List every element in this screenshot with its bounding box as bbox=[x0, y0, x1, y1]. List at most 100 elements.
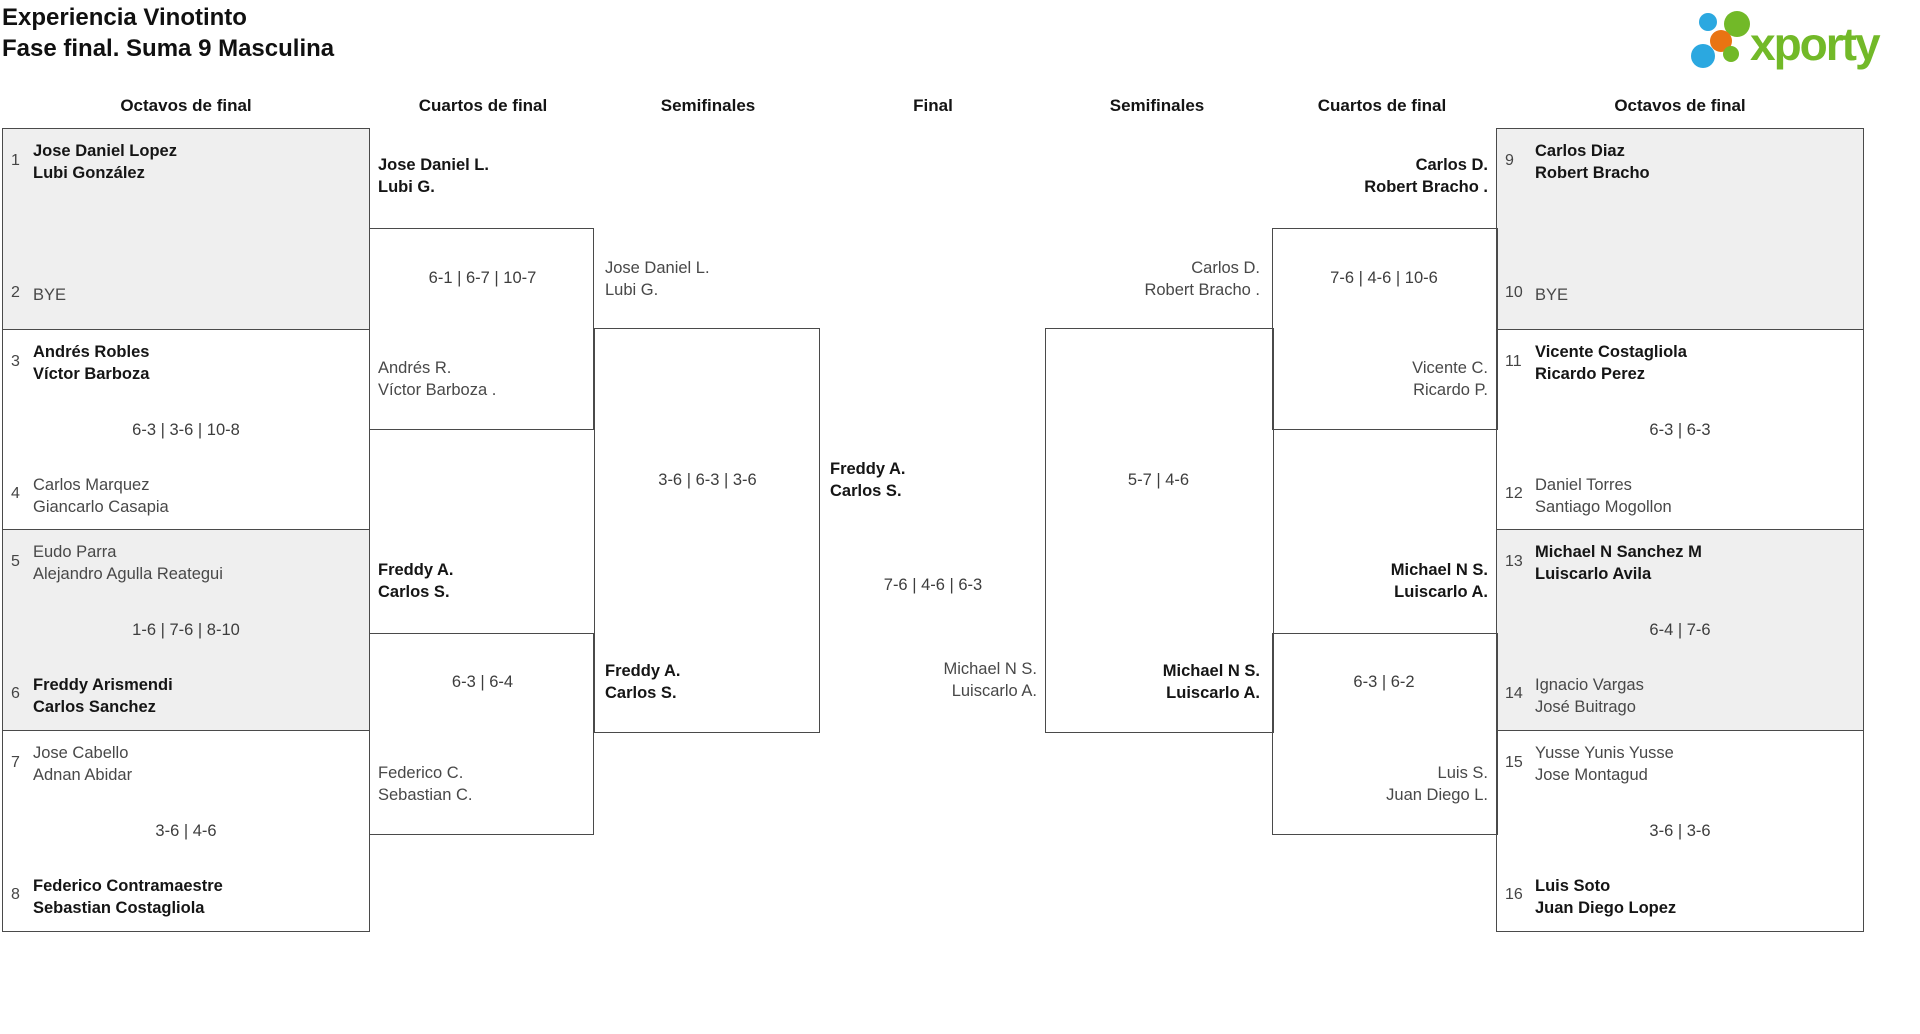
seed-number: 15 bbox=[1505, 753, 1523, 771]
team-pair: Michael N Sanchez M Luiscarlo Avila bbox=[1535, 541, 1857, 585]
team-pair: Eudo Parra Alejandro Agulla Reategui bbox=[33, 541, 363, 585]
team-pair: Michael N S. Luiscarlo A. bbox=[1391, 559, 1488, 603]
player-name: Jose Daniel L. bbox=[378, 156, 489, 174]
match-box-octavos-right-4: 15 Yusse Yunis Yusse Jose Montagud 3-6 |… bbox=[1496, 729, 1864, 932]
player-name: Jose Montagud bbox=[1535, 765, 1648, 784]
player-name: Carlos Sanchez bbox=[33, 698, 156, 716]
team-pair: Daniel Torres Santiago Mogollon bbox=[1535, 474, 1857, 518]
player-name: Adnan Abidar bbox=[33, 765, 133, 784]
player-name: Luis Soto bbox=[1535, 876, 1611, 895]
match-box-semifinal-right bbox=[1045, 328, 1274, 733]
match-box-octavos-left-1: 1 Jose Daniel Lopez Lubi González 2 BYE bbox=[2, 128, 370, 330]
player-name: Ignacio Vargas bbox=[1535, 676, 1644, 694]
round-header-cuartos-right: Cuartos de final bbox=[1317, 96, 1447, 115]
player-name: Carlos Marquez bbox=[33, 475, 150, 494]
team-pair: Freddy A. Carlos S. bbox=[378, 559, 453, 603]
match-box-octavos-right-3: 13 Michael N Sanchez M Luiscarlo Avila 6… bbox=[1496, 529, 1864, 731]
team-pair: Freddy A. Carlos S. bbox=[830, 458, 905, 502]
player-name: Eudo Parra bbox=[33, 543, 117, 561]
player-name: Juan Diego L. bbox=[1386, 786, 1488, 804]
player-name: Lubi González bbox=[33, 164, 145, 182]
seed-number: 12 bbox=[1505, 484, 1523, 502]
player-name: Yusse Yunis Yusse bbox=[1535, 743, 1674, 762]
team-pair: Federico Contramaestre Sebastian Costagl… bbox=[33, 875, 363, 919]
player-name: Santiago Mogollon bbox=[1535, 497, 1672, 516]
match-box-octavos-left-4: 7 Jose Cabello Adnan Abidar 3-6 | 4-6 8 … bbox=[2, 729, 370, 932]
xporty-logo-icon: xporty bbox=[1691, 11, 1883, 70]
seed-number: 1 bbox=[11, 152, 20, 169]
player-name: Juan Diego Lopez bbox=[1535, 898, 1677, 917]
team-pair: Andrés Robles Víctor Barboza bbox=[33, 341, 363, 385]
player-name: Ricardo P. bbox=[1413, 381, 1488, 399]
round-header-octavos-left: Octavos de final bbox=[120, 96, 252, 115]
seed-number: 9 bbox=[1505, 152, 1514, 169]
player-name: Robert Bracho . bbox=[1364, 178, 1488, 196]
player-name: Sebastian Costagliola bbox=[33, 898, 205, 917]
team-pair: Federico C. Sebastian C. bbox=[378, 762, 472, 806]
match-score: 6-1 | 6-7 | 10-7 bbox=[428, 269, 537, 287]
seed-number: 13 bbox=[1505, 553, 1523, 570]
round-header-cuartos-left: Cuartos de final bbox=[418, 96, 548, 115]
team-pair: BYE bbox=[33, 284, 363, 306]
player-name: Michael N S. bbox=[1162, 662, 1260, 680]
round-header-semis-right: Semifinales bbox=[1109, 96, 1205, 115]
player-name: Freddy Arismendi bbox=[33, 676, 173, 694]
match-box-cuartos-right-1 bbox=[1272, 228, 1498, 430]
seed-number: 8 bbox=[11, 885, 20, 903]
team-pair: Carlos Diaz Robert Bracho bbox=[1535, 140, 1857, 184]
page-title: Experiencia Vinotinto Fase final. Suma 9… bbox=[2, 2, 334, 64]
round-header-semis-left: Semifinales bbox=[660, 96, 756, 115]
match-box-cuartos-left-1 bbox=[368, 228, 594, 430]
player-name: Alejandro Agulla Reategui bbox=[33, 565, 223, 583]
seed-number: 3 bbox=[11, 352, 20, 370]
player-name: Luiscarlo A. bbox=[1166, 684, 1260, 702]
player-name: Víctor Barboza . bbox=[378, 381, 497, 399]
player-name: Carlos Diaz bbox=[1535, 142, 1625, 160]
player-name: Freddy A. bbox=[830, 460, 906, 478]
seed-number: 5 bbox=[11, 553, 20, 570]
match-score: 6-3 | 3-6 | 10-8 bbox=[132, 420, 240, 439]
match-box-cuartos-left-2 bbox=[368, 633, 594, 835]
player-name: Andrés Robles bbox=[33, 342, 150, 361]
match-box-octavos-right-1: 9 Carlos Diaz Robert Bracho 10 BYE bbox=[1496, 128, 1864, 330]
player-name: José Buitrago bbox=[1535, 698, 1636, 716]
octavos-right-column: 9 Carlos Diaz Robert Bracho 10 BYE 11 Vi… bbox=[1496, 128, 1864, 932]
match-box-octavos-left-3: 5 Eudo Parra Alejandro Agulla Reategui 1… bbox=[2, 529, 370, 731]
seed-number: 16 bbox=[1505, 885, 1523, 903]
player-name: Jose Daniel L. bbox=[605, 259, 710, 277]
seed-number: 6 bbox=[11, 685, 20, 702]
player-name: Jose Daniel Lopez bbox=[33, 142, 177, 160]
team-pair: Yusse Yunis Yusse Jose Montagud bbox=[1535, 742, 1857, 786]
player-name: Michael N S. bbox=[943, 660, 1037, 678]
match-box-cuartos-right-2 bbox=[1272, 633, 1498, 835]
player-name: BYE bbox=[33, 286, 67, 304]
player-name: Luiscarlo A. bbox=[1394, 583, 1488, 601]
match-score: 3-6 | 3-6 bbox=[1649, 821, 1711, 840]
player-name: Sebastian C. bbox=[378, 786, 473, 804]
player-name: Víctor Barboza bbox=[33, 364, 150, 383]
match-score: 6-3 | 6-3 bbox=[1649, 420, 1711, 439]
logo-wordmark: xporty bbox=[1750, 18, 1881, 70]
team-pair: Luis Soto Juan Diego Lopez bbox=[1535, 875, 1857, 919]
seed-number: 2 bbox=[11, 284, 20, 301]
match-score: 1-6 | 7-6 | 8-10 bbox=[132, 621, 240, 639]
team-pair: Jose Daniel L. Lubi G. bbox=[378, 154, 489, 198]
team-pair: Freddy Arismendi Carlos Sanchez bbox=[33, 674, 363, 718]
match-score: 6-3 | 6-4 bbox=[451, 673, 514, 691]
player-name: Lubi G. bbox=[378, 178, 435, 196]
xporty-logo: xporty bbox=[1688, 2, 1916, 77]
team-pair: Michael N S. Luiscarlo A. bbox=[1163, 660, 1260, 704]
seed-number: 14 bbox=[1505, 685, 1523, 702]
player-name: Michael N Sanchez M bbox=[1535, 543, 1702, 561]
team-pair: Vicente Costagliola Ricardo Perez bbox=[1535, 341, 1857, 385]
match-score: 3-6 | 4-6 bbox=[155, 821, 217, 840]
team-pair: Vicente C. Ricardo P. bbox=[1412, 357, 1488, 401]
team-pair: Carlos D. Robert Bracho . bbox=[1364, 154, 1488, 198]
player-name: Carlos S. bbox=[605, 684, 677, 702]
team-pair: Freddy A. Carlos S. bbox=[605, 660, 680, 704]
player-name: Giancarlo Casapia bbox=[33, 497, 169, 516]
seed-number: 7 bbox=[11, 753, 20, 771]
player-name: Michael N S. bbox=[1390, 561, 1488, 579]
seed-number: 4 bbox=[11, 484, 20, 502]
player-name: Robert Bracho bbox=[1535, 164, 1650, 182]
